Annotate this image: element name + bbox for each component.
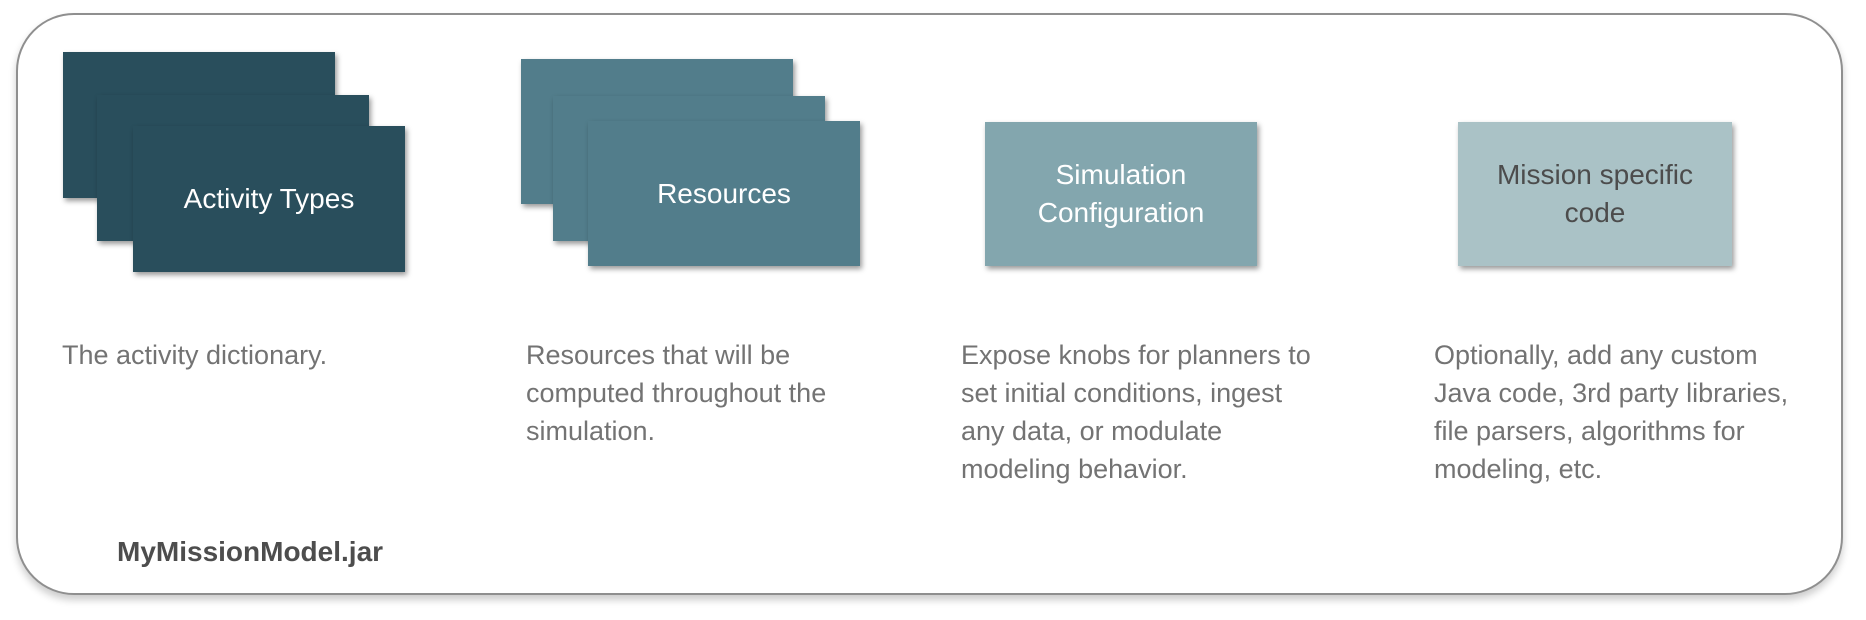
- activity-types-card: Activity Types: [133, 126, 405, 272]
- jar-filename-label: MyMissionModel.jar: [117, 536, 384, 567]
- mission-specific-code-description: Optionally, add any custom Java code, 3r…: [1434, 340, 1789, 484]
- mission-model-jar-container: Activity Types Resources Simulation Conf…: [16, 13, 1843, 595]
- mission-specific-code-card-label: Mission specific code: [1496, 159, 1694, 228]
- resources-description: Resources that will be computed througho…: [526, 340, 827, 446]
- simulation-configuration-description: Expose knobs for planners to set initial…: [961, 340, 1311, 484]
- mission-specific-code-card: Mission specific code: [1458, 122, 1732, 266]
- activity-types-card-label: Activity Types: [183, 183, 355, 214]
- activity-types-description: The activity dictionary.: [62, 340, 328, 370]
- simulation-configuration-card: Simulation Configuration: [985, 122, 1257, 266]
- simulation-configuration-card-label: Simulation Configuration: [1037, 159, 1205, 228]
- resources-card-label: Resources: [657, 177, 791, 209]
- resources-card: Resources: [588, 121, 860, 266]
